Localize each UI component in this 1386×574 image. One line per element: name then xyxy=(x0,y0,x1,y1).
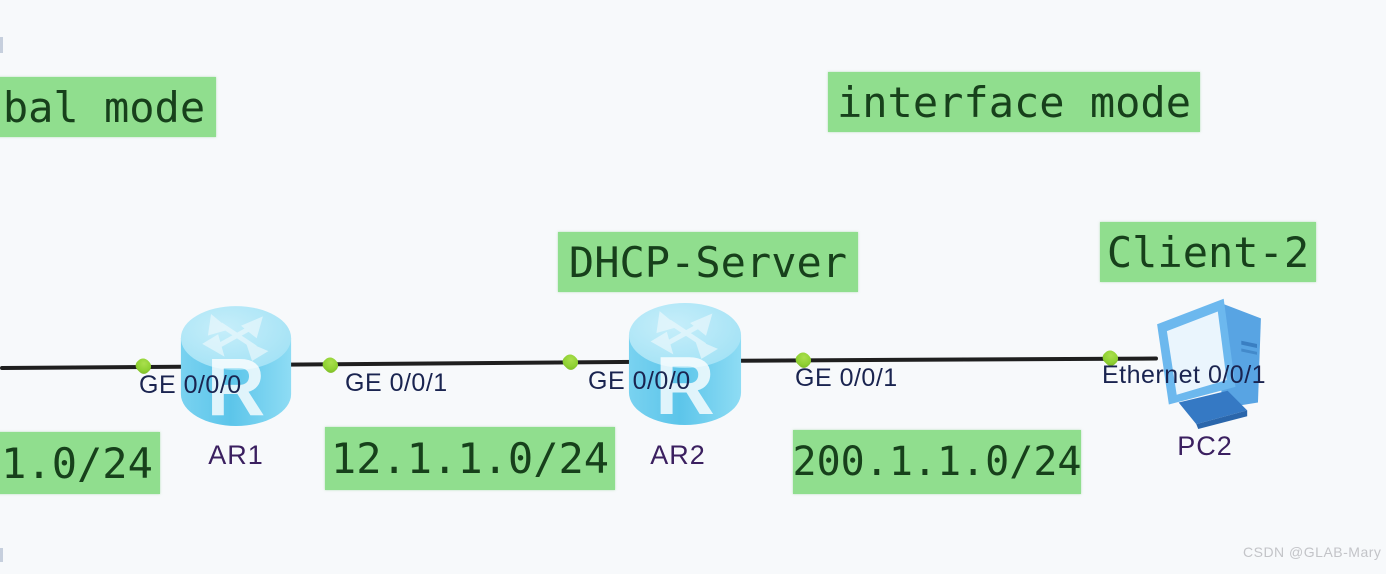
interface-label-ar1-ge000: GE 0/0/0 xyxy=(139,371,242,399)
router-arrows-icon xyxy=(650,311,718,359)
device-router-ar1[interactable]: R xyxy=(178,303,294,433)
router-icon: R xyxy=(628,303,742,432)
interface-label-pc2-eth001: Ethernet 0/0/1 xyxy=(1102,361,1267,389)
pc-icon xyxy=(1157,298,1261,429)
device-pc-pc2[interactable] xyxy=(1145,287,1273,429)
device-label-ar1[interactable]: AR1 xyxy=(208,440,264,470)
interface-label-ar1-ge001: GE 0/0/1 xyxy=(345,369,448,397)
annotation-interface-mode[interactable]: interface mode xyxy=(828,72,1200,132)
link-ar2-pc2[interactable] xyxy=(685,356,1159,363)
interface-label-ar2-ge001: GE 0/0/1 xyxy=(795,364,898,392)
annotation-subnet-right[interactable]: 200.1.1.0/24 xyxy=(793,430,1082,494)
device-router-ar2[interactable]: R xyxy=(626,299,744,432)
annotation-subnet-mid[interactable]: 12.1.1.0/24 xyxy=(325,427,615,490)
device-label-pc2[interactable]: PC2 xyxy=(1177,431,1233,461)
watermark: CSDN @GLAB-Mary xyxy=(1243,544,1382,560)
svg-text:R: R xyxy=(655,339,715,431)
router-icon: R xyxy=(180,306,292,433)
device-label-ar2[interactable]: AR2 xyxy=(650,440,706,470)
clipped-object-bottom-left xyxy=(0,548,3,562)
annotation-client-2[interactable]: Client-2 xyxy=(1100,222,1316,282)
link-endpoint-dot xyxy=(560,351,581,373)
annotation-subnet-left[interactable]: 1.0/24 xyxy=(0,432,160,494)
annotation-global-mode[interactable]: bal mode xyxy=(0,77,216,137)
link-endpoint-dot xyxy=(320,354,341,376)
link-ar1-ar2[interactable] xyxy=(232,359,689,367)
annotation-dhcp-server[interactable]: DHCP-Server xyxy=(558,232,858,292)
clipped-object-top-left xyxy=(0,37,3,53)
router-arrows-icon xyxy=(202,314,269,361)
svg-text:R: R xyxy=(207,343,266,431)
interface-label-ar2-ge000: GE 0/0/0 xyxy=(588,367,691,395)
